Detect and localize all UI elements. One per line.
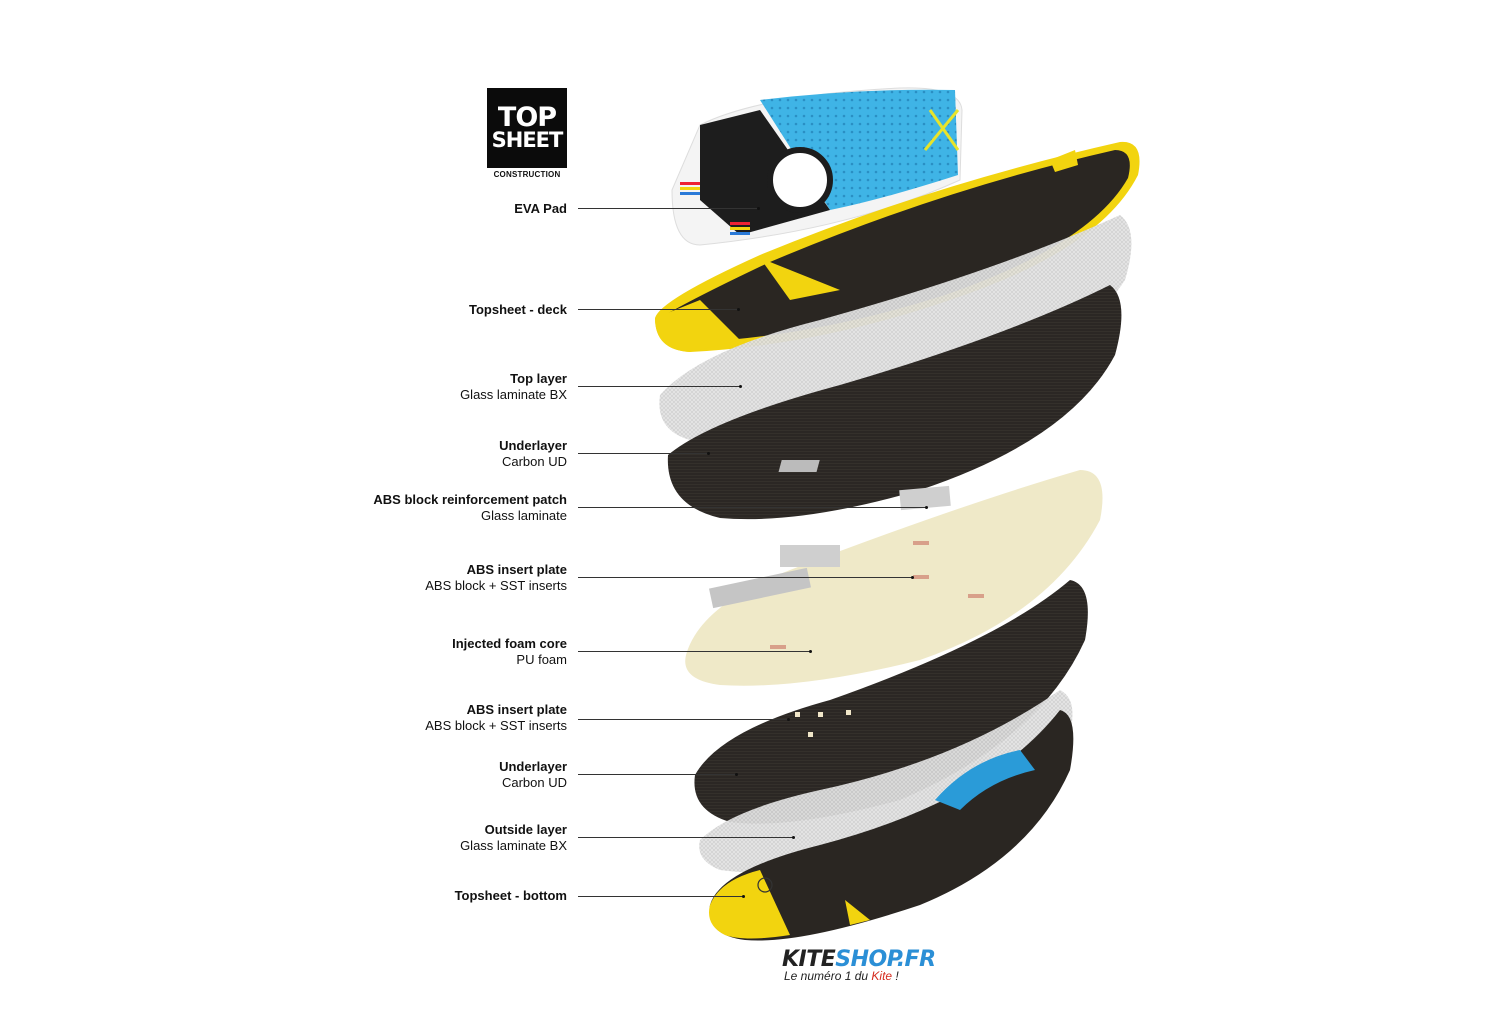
lower-carbon-underlayer xyxy=(694,580,1088,824)
label-topsheet-bottom: Topsheet - bottom xyxy=(454,888,567,903)
abs-reinforcement-patch xyxy=(778,460,820,472)
outside-glass-layer xyxy=(699,690,1073,873)
label-eva-pad: EVA Pad xyxy=(514,201,567,216)
top-sheet-logo: TOP SHEET xyxy=(487,88,567,168)
logo-line-1: TOP xyxy=(497,102,557,134)
carbon-underlayer xyxy=(667,285,1122,520)
kiteshop-watermark: KITESHOP.FR Le numéro 1 du Kite ! xyxy=(782,947,936,983)
topsheet-bottom-layer xyxy=(709,710,1074,941)
topsheet-deck-layer xyxy=(655,141,1140,352)
logo-subtitle: CONSTRUCTION xyxy=(493,170,561,179)
logo-line-2: SHEET xyxy=(491,127,564,152)
label-topsheet-deck: Topsheet - deck xyxy=(468,302,567,317)
eva-pad-layer xyxy=(671,87,963,246)
top-glass-layer xyxy=(659,215,1132,441)
